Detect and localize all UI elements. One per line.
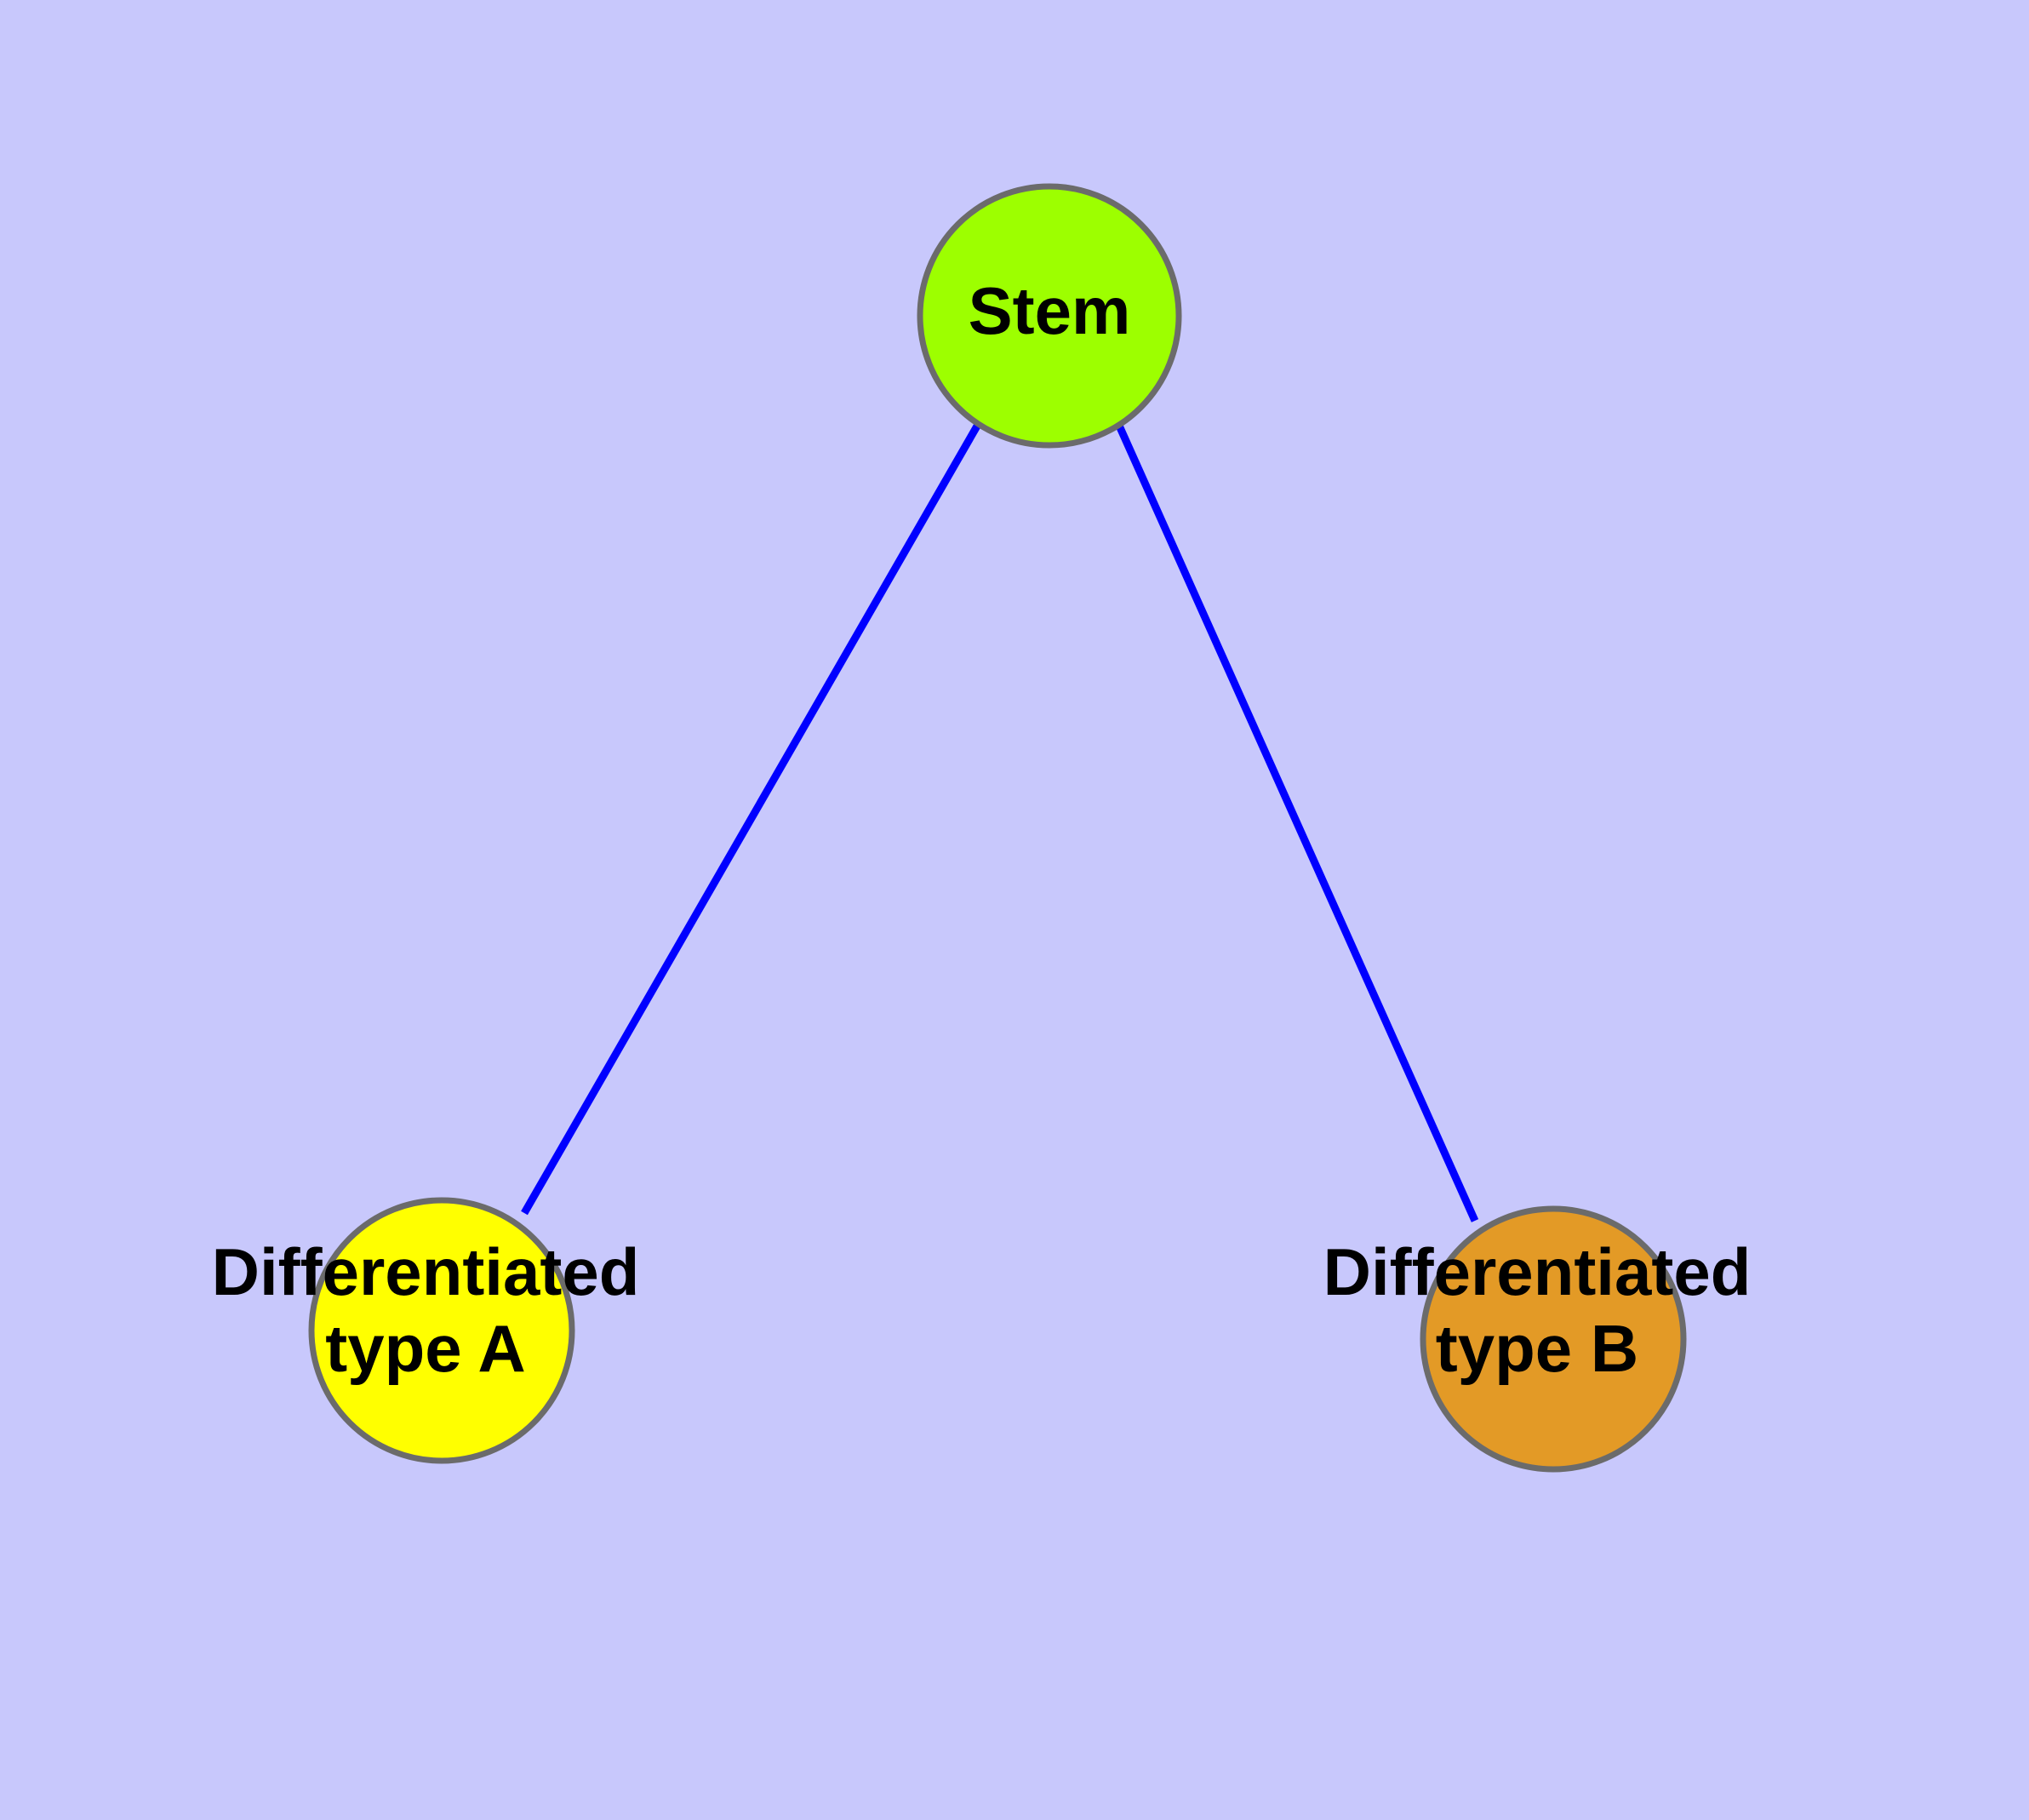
graph-node-label-stem: Stem xyxy=(969,273,1131,348)
edges-layer xyxy=(521,421,1479,1222)
graph-node-stem[interactable] xyxy=(917,183,1182,449)
graph-node-diff_a[interactable] xyxy=(308,1197,575,1464)
graph-node-diff_b[interactable] xyxy=(1420,1205,1687,1473)
graph-node-label-line: Stem xyxy=(969,273,1131,348)
graph-node-label-line: Differentiated xyxy=(1323,1233,1752,1308)
graph-edge-stem-to-diff_a xyxy=(521,421,982,1216)
graph-node-label-line: Differentiated xyxy=(212,1233,640,1308)
graph-edge-stem-to-diff_b xyxy=(1115,424,1479,1222)
graph-node-label-line: type A xyxy=(325,1311,526,1386)
nodes-layer xyxy=(308,183,1687,1473)
graph-node-label-line: type B xyxy=(1436,1311,1638,1386)
